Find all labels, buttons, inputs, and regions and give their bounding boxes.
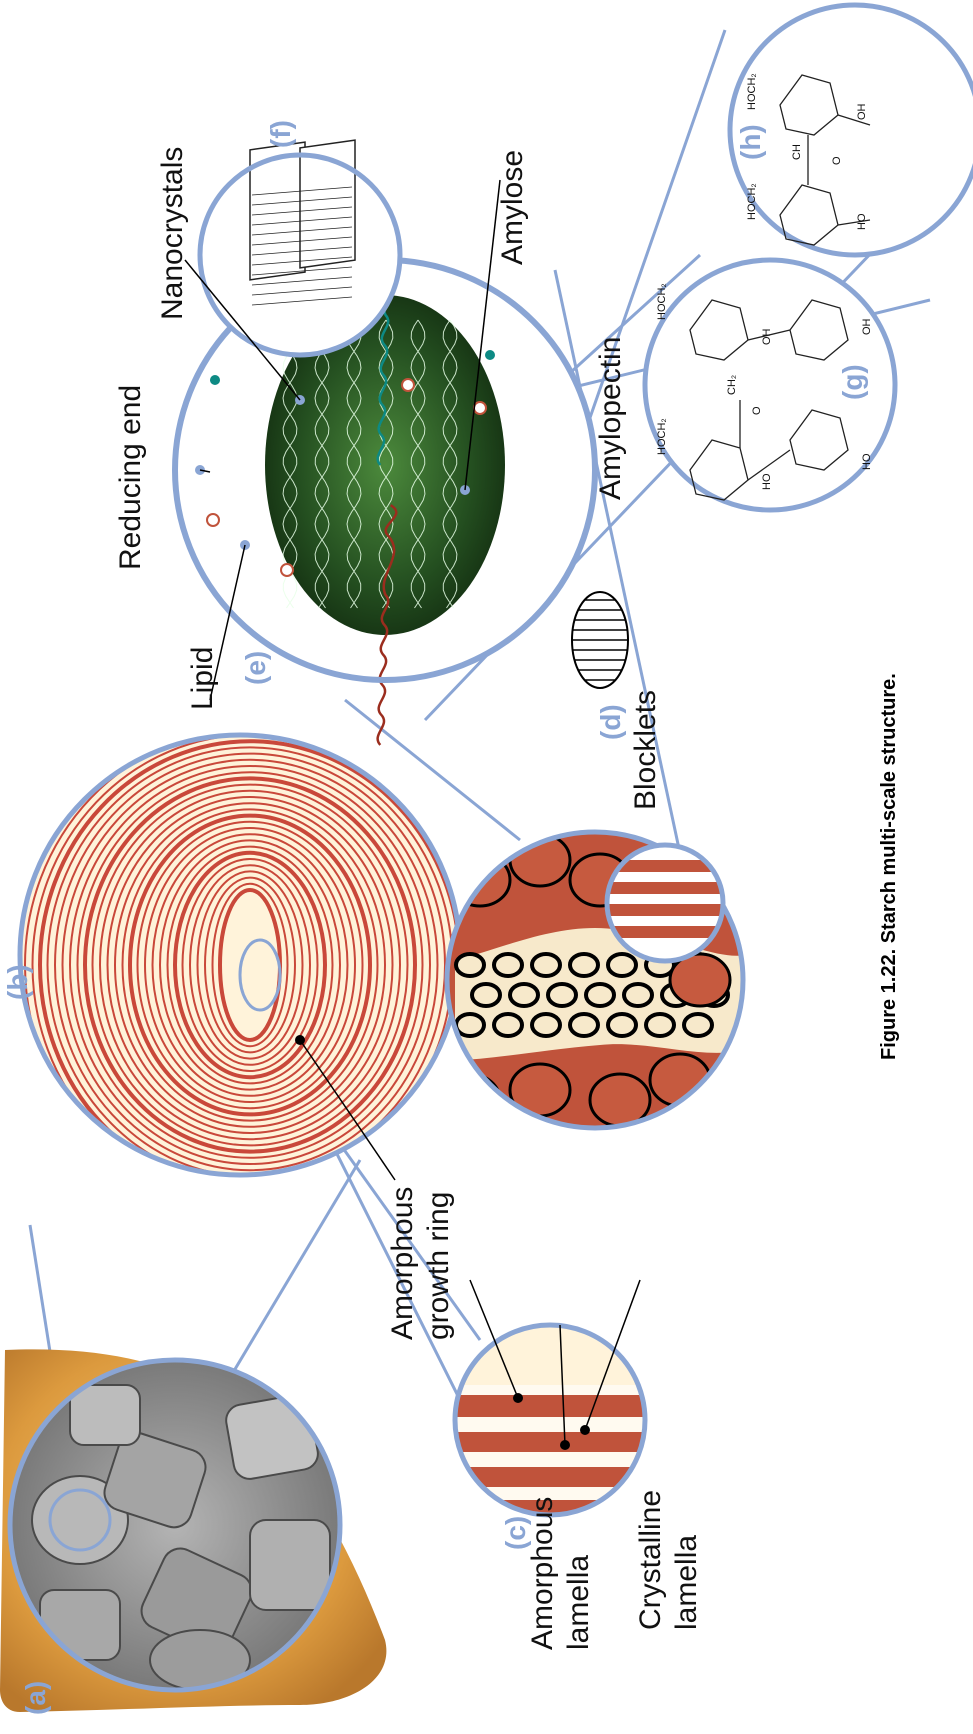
panel-letter-d: (d) [595, 704, 626, 740]
blocklet-oval [510, 984, 538, 1006]
chem-hoch2-2: HOCH₂ [656, 283, 668, 320]
panel-f-nanocrystals [200, 140, 400, 355]
chem-ho-2: HO [861, 453, 873, 470]
chem-o-1: O [751, 406, 763, 415]
label-crystalline-lamella-1: Crystalline [634, 1490, 667, 1630]
blocklet-oval [684, 1014, 712, 1036]
chem-oh-1: OH [761, 328, 773, 345]
blocklet-oval [624, 984, 652, 1006]
label-amorphous-growth-ring-2: growth ring [422, 1192, 455, 1340]
panel-letter-f: (f) [265, 120, 296, 148]
panel-letter-b: (b) [2, 964, 33, 1000]
blocklet-cluster [450, 854, 510, 906]
label-reducing-end: Reducing end [114, 385, 147, 570]
panel-a-sem-image [10, 1360, 340, 1690]
panel-d-blocklets [440, 832, 745, 1128]
chem-o-2: O [831, 156, 843, 165]
blocklet-oval [494, 1014, 522, 1036]
label-amylose: Amylose [496, 150, 529, 265]
chem-oh-3: OH [856, 103, 868, 120]
blocklet-oval [608, 954, 636, 976]
panel-c-lamellae [455, 1325, 645, 1520]
panel-letter-g: (g) [837, 364, 868, 400]
figure-caption: Figure 1.22. Starch multi-scale structur… [878, 673, 900, 1060]
panel-letter-h: (h) [735, 124, 766, 160]
chem-ho-3: HO [856, 213, 868, 230]
chem-hoch2-3: HOCH₂ [746, 183, 758, 220]
chem-oh-2: OH [861, 318, 873, 335]
label-blocklets: Blocklets [629, 690, 662, 810]
chem-hoch2-4: HOCH₂ [746, 73, 758, 110]
panel-h-amylose-structure: HOCH₂ HOCH₂ OH HO CH O [730, 5, 973, 255]
label-amorphous-lamella-2: lamella [562, 1555, 595, 1650]
blocklet-oval [646, 1014, 674, 1036]
blocklet-ellipse-icon [572, 592, 628, 688]
blocklet-oval [570, 954, 598, 976]
label-nanocrystals: Nanocrystals [156, 147, 189, 320]
label-lipid: Lipid [186, 647, 219, 710]
label-crystalline-lamella-2: lamella [670, 1535, 703, 1630]
blocklet-oval [494, 954, 522, 976]
blocklet-oval [548, 984, 576, 1006]
blocklet-oval [532, 1014, 560, 1036]
chem-ch: CH [791, 144, 803, 160]
blocklet-oval [608, 1014, 636, 1036]
chem-ho-1: HO [761, 473, 773, 490]
blocklet-oval [472, 984, 500, 1006]
chem-ch2: CH₂ [726, 375, 738, 395]
panel-letter-a: (a) [20, 1681, 51, 1715]
blocklet-oval [456, 954, 484, 976]
panel-letter-e: (e) [240, 651, 271, 685]
blocklet-oval [456, 1014, 484, 1036]
blocklet-oval [532, 954, 560, 976]
blocklet-oval [586, 984, 614, 1006]
label-amorphous-growth-ring-1: Amorphous [386, 1187, 419, 1340]
panel-letter-c: (c) [500, 1516, 531, 1550]
label-amylopectin: Amylopectin [594, 337, 627, 500]
chem-hoch2-1: HOCH₂ [656, 418, 668, 455]
blocklet-oval [570, 1014, 598, 1036]
